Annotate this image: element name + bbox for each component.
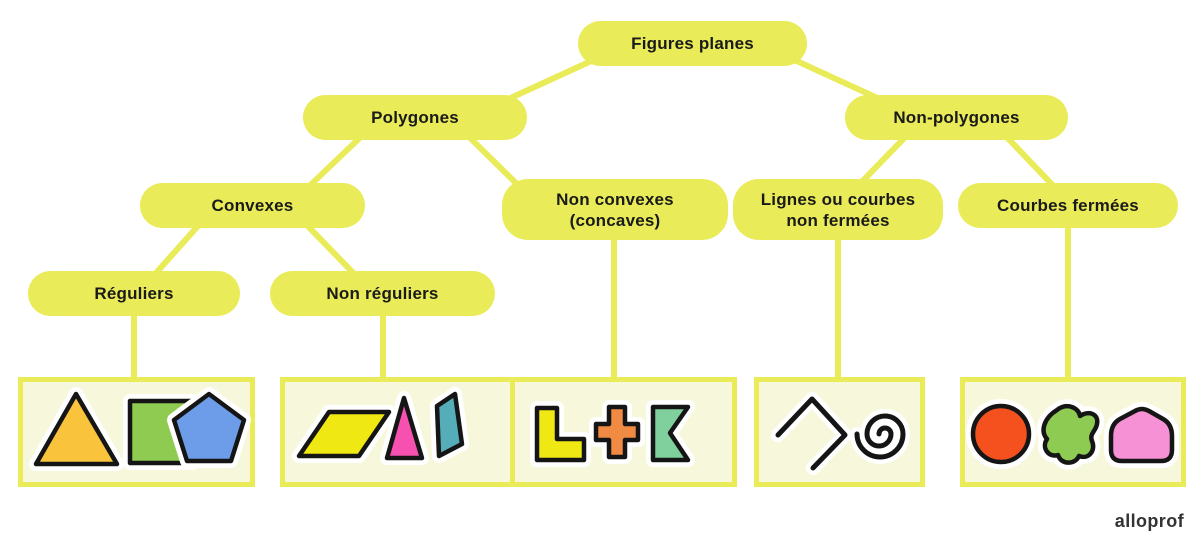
node-lignes-courbes: Lignes ou courbes non fermées	[733, 179, 943, 240]
node-convexes: Convexes	[140, 183, 365, 228]
node-lignes-courbes-label-line1: Lignes ou courbes	[760, 189, 916, 209]
node-polygones: Polygones	[303, 95, 527, 140]
green-concave-polygon-shape	[653, 407, 688, 460]
node-non-convexes: Non convexes (concaves)	[502, 179, 728, 240]
blue-pentagon-shape	[174, 394, 244, 461]
alloprof-logo: alloprof	[1114, 511, 1184, 531]
node-non-reguliers: Non réguliers	[270, 271, 495, 316]
node-courbes-fermees-label: Courbes fermées	[997, 196, 1139, 215]
node-figures-planes: Figures planes	[578, 21, 807, 66]
node-polygones-label: Polygones	[371, 108, 459, 127]
node-convexes-label: Convexes	[211, 196, 294, 215]
node-figures-planes-label: Figures planes	[631, 34, 754, 53]
examples-box-non-reguliers	[280, 377, 518, 487]
open-broken-line-shape	[778, 399, 845, 468]
node-non-convexes-label-line2: (concaves)	[569, 210, 661, 230]
node-non-polygones: Non-polygones	[845, 95, 1068, 140]
yellow-triangle-shape	[36, 394, 117, 464]
node-lignes-courbes-label-line2: non fermées	[786, 210, 890, 230]
yellow-l-shape	[537, 408, 584, 460]
node-reguliers: Réguliers	[28, 271, 240, 316]
examples-box-lignes-courbes	[754, 377, 925, 487]
orange-cross-shape	[596, 407, 638, 457]
green-blob-shape	[1044, 406, 1098, 462]
teal-quadrilateral-shape	[437, 394, 462, 456]
node-reguliers-label: Réguliers	[94, 284, 174, 303]
examples-box-non-convexes	[510, 377, 737, 487]
pink-rounded-shape	[1111, 409, 1172, 461]
node-courbes-fermees: Courbes fermées	[958, 183, 1178, 228]
red-circle-shape	[973, 406, 1029, 462]
yellow-parallelogram-shape	[299, 412, 389, 456]
node-non-reguliers-label: Non réguliers	[326, 284, 439, 303]
examples-box-reguliers	[18, 377, 255, 487]
spiral-shape	[857, 416, 903, 457]
examples-box-courbes-fermees	[960, 377, 1186, 487]
node-non-polygones-label: Non-polygones	[893, 108, 1020, 127]
node-non-convexes-label-line1: Non convexes	[556, 189, 674, 209]
